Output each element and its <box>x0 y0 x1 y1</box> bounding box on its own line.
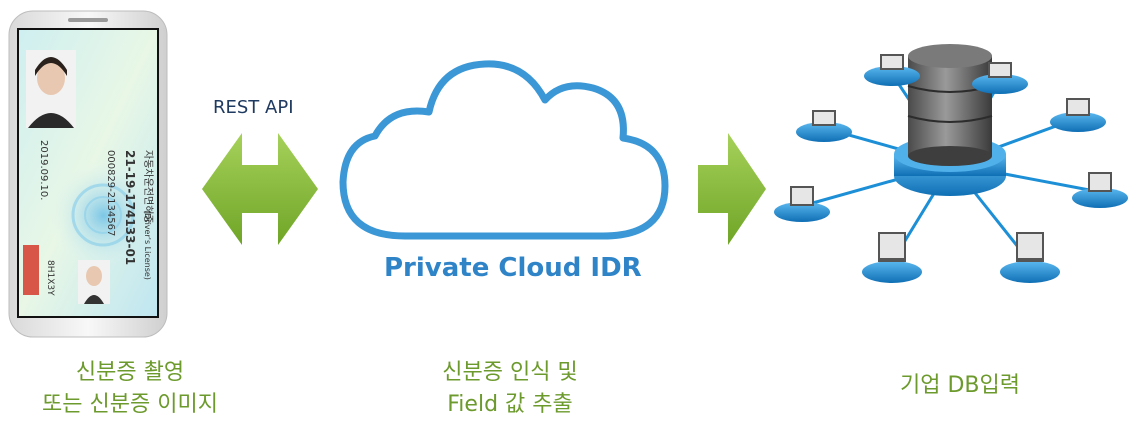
middle-caption-line2: Field 값 추출 <box>447 392 573 417</box>
cloud-icon <box>335 58 670 248</box>
middle-caption-line1: 신분증 인식 및 <box>442 360 578 385</box>
phone-device: 자동차운전면허증 21-19-174133-01 000829-2134567 … <box>8 10 168 338</box>
license-date: 2019.09.10. <box>38 140 49 200</box>
license-id-line: 000829-2134567 <box>105 150 116 236</box>
rest-api-label: REST API <box>213 97 294 118</box>
cloud-label: Private Cloud IDR <box>384 253 642 283</box>
right-arrow-icon <box>698 133 766 245</box>
left-caption-line1: 신분증 촬영 <box>75 360 185 385</box>
left-caption-line2: 또는 신분증 이미지 <box>42 392 218 417</box>
license-subtitle: (Driver's License) <box>143 210 152 280</box>
double-arrow-icon <box>202 133 318 245</box>
left-caption: 신분증 촬영 또는 신분증 이미지 <box>0 357 260 421</box>
database-network-icon <box>772 36 1132 302</box>
license-serial: 8H1X3Y <box>45 260 55 296</box>
middle-caption: 신분증 인식 및 Field 값 추출 <box>390 357 630 421</box>
right-caption: 기업 DB입력 <box>900 373 1020 398</box>
license-number: 21-19-174133-01 <box>123 150 137 265</box>
phone-graphic: 자동차운전면허증 21-19-174133-01 000829-2134567 … <box>8 10 168 338</box>
license-title: 자동차운전면허증 <box>142 150 154 224</box>
